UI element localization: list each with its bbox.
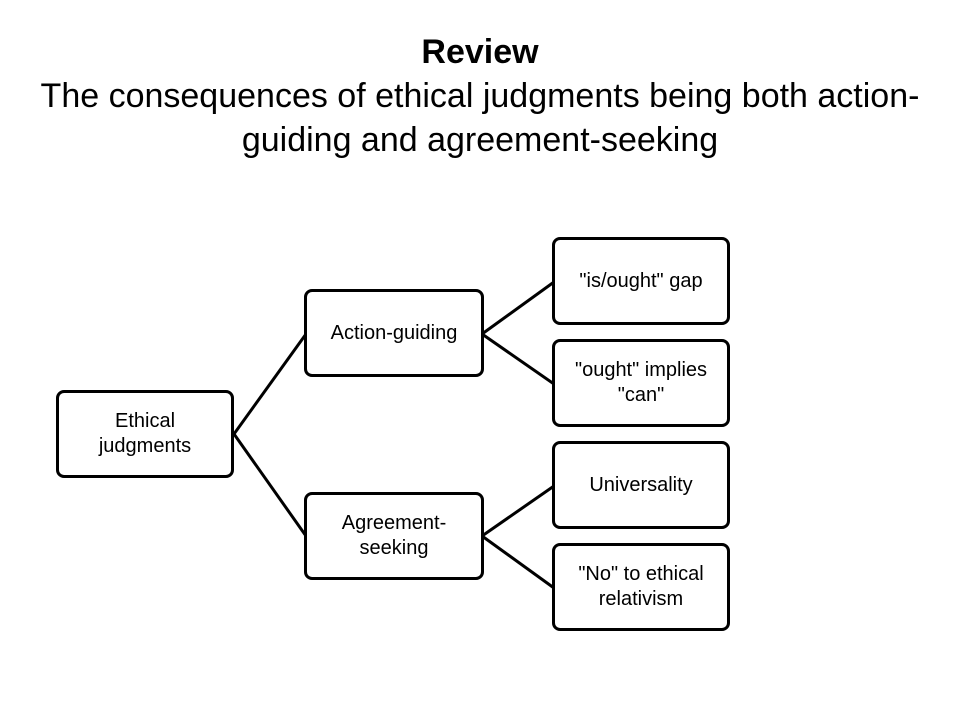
connector-action-oughtcan xyxy=(481,332,555,386)
node-action-guiding: Action-guiding xyxy=(304,289,484,377)
title-subtitle: The consequences of ethical judgments be… xyxy=(40,77,920,159)
title-main: Review xyxy=(421,33,539,71)
connector-action-isought xyxy=(481,280,555,336)
node-universality: Universality xyxy=(552,441,730,529)
slide-title: Review The consequences of ethical judgm… xyxy=(0,30,960,162)
node-agreement-seeking: Agreement-seeking xyxy=(304,492,484,580)
connector-root-agreement xyxy=(232,433,308,537)
connector-agreement-universality xyxy=(481,484,555,538)
node-ethical-judgments: Ethical judgments xyxy=(56,390,234,478)
node-no-ethical-relativism: "No" to ethical relativism xyxy=(552,543,730,631)
connector-root-action xyxy=(232,333,308,435)
node-ought-implies-can: "ought" implies "can" xyxy=(552,339,730,427)
node-is-ought-gap: "is/ought" gap xyxy=(552,237,730,325)
connector-agreement-relativism xyxy=(481,534,555,590)
